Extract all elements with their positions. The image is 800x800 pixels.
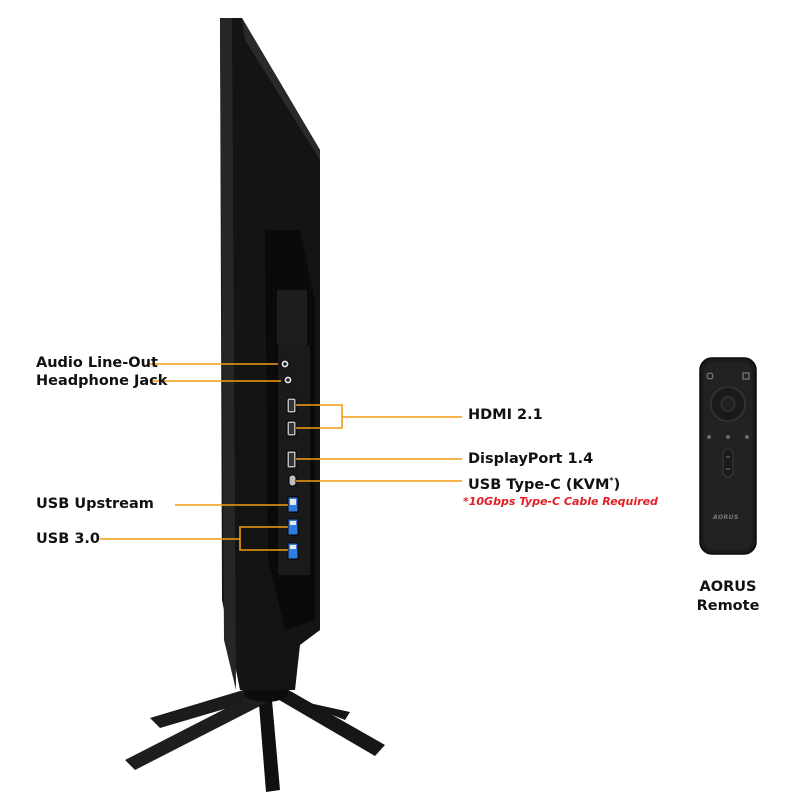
callout-lines: [100, 363, 462, 551]
remote-control: [699, 357, 757, 555]
remote-caption-line2: Remote: [696, 598, 760, 614]
home-icon: [726, 435, 730, 439]
label-usb-3: USB 3.0: [36, 531, 101, 547]
menu-icon: [745, 435, 749, 439]
label-audio-line-out: Audio Line-Out: [36, 355, 158, 371]
monitor-stand: [125, 684, 385, 792]
cable-note: *10Gbps Type-C Cable Required: [463, 495, 658, 508]
usbc-label-text: USB Type-C (KVM: [468, 476, 610, 493]
monitor-body: [220, 18, 320, 690]
label-usb-upstream: USB Upstream: [36, 496, 154, 512]
power-icon: [706, 372, 714, 380]
back-icon: [707, 435, 711, 439]
label-displayport: DisplayPort 1.4: [468, 451, 594, 467]
remote-caption: AORUS Remote: [668, 578, 788, 616]
remote-logo: AORUS: [713, 514, 739, 521]
input-icon: [742, 372, 750, 380]
usbc-label-close: ): [613, 476, 621, 493]
label-hdmi: HDMI 2.1: [468, 407, 543, 423]
label-headphone-jack: Headphone Jack: [36, 373, 168, 389]
label-usb-type-c: USB Type-C (KVM*): [468, 472, 620, 494]
volume-rocker: [722, 448, 734, 478]
remote-caption-line1: AORUS: [699, 579, 757, 595]
usbc-footnote-mark: *: [609, 476, 614, 485]
